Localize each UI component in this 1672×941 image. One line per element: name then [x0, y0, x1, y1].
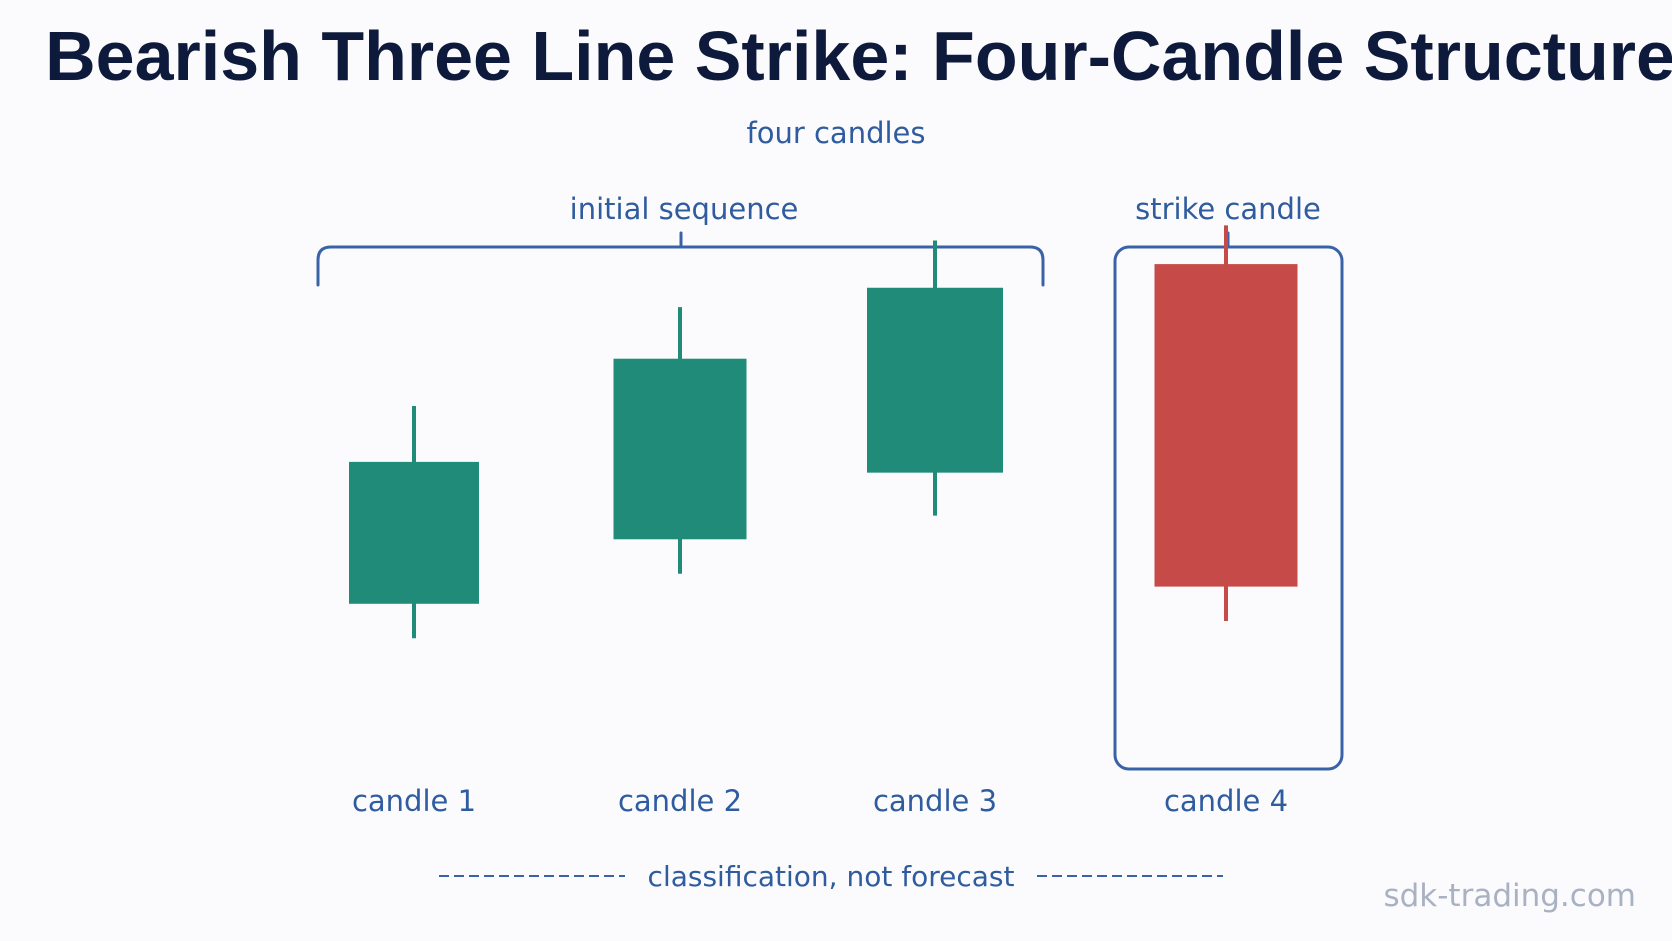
- candles-layer: candle 1 candle 2 candle 3 candle 4: [349, 225, 1298, 818]
- candle-2-body: [613, 358, 747, 540]
- candle-3: candle 3: [867, 240, 1003, 818]
- watermark-logo: sdk-trading.com: [1383, 878, 1636, 914]
- initial-sequence-label: initial sequence: [570, 192, 799, 226]
- subtitle-four-candles: four candles: [747, 116, 926, 150]
- footer-caption: classification, not forecast: [648, 860, 1015, 893]
- candle-1-body: [349, 461, 479, 604]
- candle-1: candle 1: [349, 406, 479, 818]
- candle-4-label: candle 4: [1164, 784, 1288, 818]
- strike-candle-label: strike candle: [1135, 192, 1321, 226]
- candle-3-body: [867, 287, 1003, 473]
- candle-4-body: [1154, 264, 1298, 587]
- candle-1-label: candle 1: [352, 784, 476, 818]
- candle-2: candle 2: [613, 307, 747, 818]
- candle-4: candle 4: [1154, 225, 1298, 818]
- candle-3-label: candle 3: [873, 784, 997, 818]
- diagram-title: Bearish Three Line Strike: Four-Candle S…: [45, 17, 1672, 95]
- candle-2-label: candle 2: [618, 784, 742, 818]
